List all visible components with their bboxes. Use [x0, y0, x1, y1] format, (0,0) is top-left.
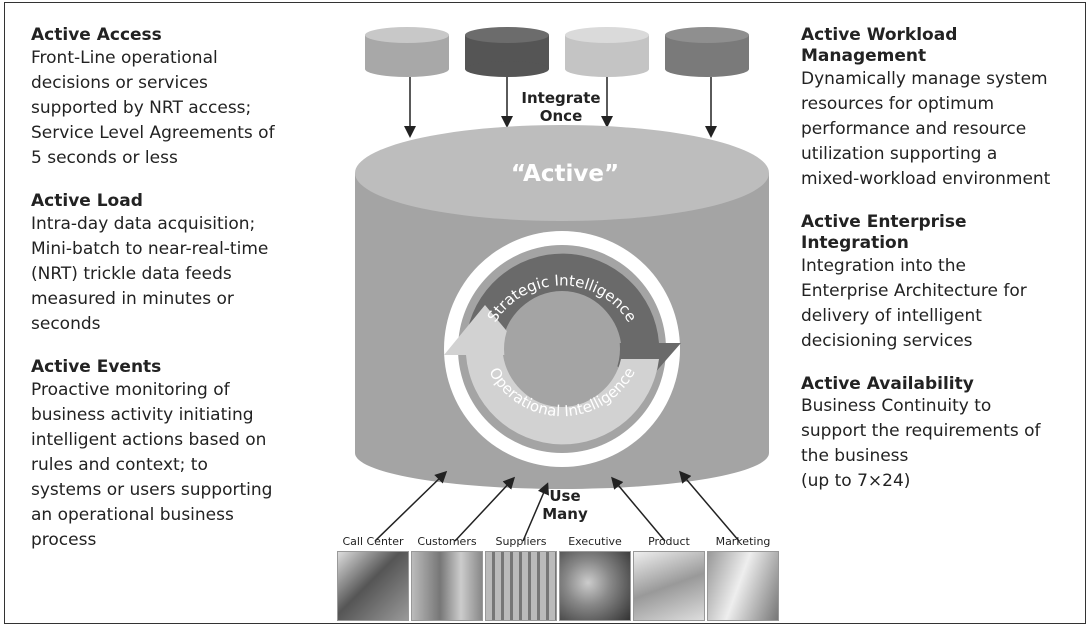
figure-frame: Active Access Front-Line operational dec…	[4, 2, 1086, 624]
block-title: Active Workload Management	[801, 25, 958, 66]
block-text: Proactive monitoring of business activit…	[31, 380, 273, 550]
marketing-photo	[707, 551, 779, 621]
block-title: Active Enterprise Integration	[801, 212, 967, 253]
input-arrows	[404, 77, 717, 138]
user-customers: Customers	[411, 535, 483, 621]
executive-photo	[559, 551, 631, 621]
user-call-center: Call Center	[337, 535, 409, 621]
block-active-events: Active Events Proactive monitoring of bu…	[31, 357, 341, 553]
call-center-photo	[337, 551, 409, 621]
source-database-2	[465, 27, 549, 77]
source-database-4	[665, 27, 749, 77]
block-title: Active Load	[31, 191, 143, 211]
block-title: Active Availability	[801, 374, 974, 394]
user-label: Customers	[417, 535, 477, 548]
suppliers-photo	[485, 551, 557, 621]
source-database-3	[565, 27, 649, 77]
block-text: Business Continuity to support the requi…	[801, 396, 1041, 491]
user-marketing: Marketing	[707, 535, 779, 621]
block-text: Intra-day data acquisition; Mini-batch t…	[31, 214, 269, 334]
user-product: Product	[633, 535, 705, 621]
right-column: Active Workload Management Dynamically m…	[801, 25, 1090, 514]
user-label: Marketing	[715, 535, 771, 548]
active-label: “Active”	[510, 161, 620, 187]
block-active-access: Active Access Front-Line operational dec…	[31, 25, 341, 171]
source-database-1	[365, 27, 449, 77]
usage-arrows	[374, 470, 740, 542]
block-text: Front-Line operational decisions or serv…	[31, 48, 275, 168]
integrate-once-label: Integrate Once	[521, 89, 601, 125]
user-label: Executive	[568, 535, 622, 548]
block-active-load: Active Load Intra-day data acquisition; …	[31, 191, 341, 337]
block-active-enterprise-integration: Active Enterprise Integration Integratio…	[801, 212, 1090, 354]
block-title: Active Events	[31, 357, 162, 377]
user-label: Suppliers	[495, 535, 547, 548]
user-suppliers: Suppliers	[485, 535, 557, 621]
product-photo	[633, 551, 705, 621]
block-text: Integration into the Enterprise Architec…	[801, 256, 1027, 351]
block-title: Active Access	[31, 25, 162, 45]
intelligence-cycle: Strategic Intelligence Operational Intel…	[444, 231, 681, 467]
block-text: Dynamically manage system resources for …	[801, 69, 1051, 189]
block-active-workload-management: Active Workload Management Dynamically m…	[801, 25, 1090, 192]
active-warehouse-diagram: Strategic Intelligence Operational Intel…	[335, 13, 795, 623]
use-many-label: Use Many	[542, 487, 588, 523]
user-label: Call Center	[342, 535, 404, 548]
user-executive: Executive	[559, 535, 631, 621]
left-column: Active Access Front-Line operational dec…	[31, 25, 341, 573]
customers-photo	[411, 551, 483, 621]
block-active-availability: Active Availability Business Continuity …	[801, 374, 1090, 494]
diagram-graphic: Strategic Intelligence Operational Intel…	[355, 27, 769, 542]
user-label: Product	[648, 535, 690, 548]
